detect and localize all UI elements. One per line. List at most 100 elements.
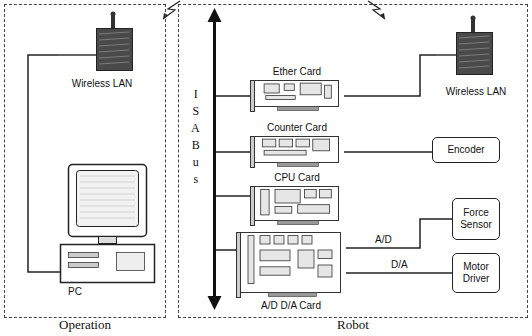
drawing-part (459, 36, 489, 38)
connector-line (344, 151, 432, 153)
drawing-part (99, 38, 129, 40)
expansion-card: Ether Card (250, 66, 344, 112)
signal-label: A/D (374, 234, 393, 246)
drawing-part (251, 137, 255, 168)
device-box: Motor Driver (452, 253, 500, 293)
device-box: Encoder (432, 137, 500, 163)
isa-bus: ISA Bus (190, 8, 216, 310)
drawing-part (80, 176, 135, 177)
bus-label: ISA Bus (191, 86, 201, 188)
connector-line (216, 249, 236, 251)
expansion-card: A/D D/A Card (236, 232, 346, 312)
drawing-part (298, 250, 314, 268)
drawing-part (320, 189, 332, 198)
drawing-part (459, 48, 489, 50)
drawing-part (213, 20, 216, 298)
drawing-part (296, 139, 309, 147)
drawing-part (288, 236, 298, 244)
connector-line (28, 55, 60, 272)
drawing-part (274, 236, 284, 244)
drawing-part (69, 263, 99, 268)
drawing-part (117, 253, 145, 271)
card-board (250, 186, 340, 226)
drawing-part (304, 189, 316, 198)
drawing-part (471, 19, 475, 32)
drawing-part (80, 200, 135, 201)
drawing-part (262, 139, 275, 147)
wireless-lan-unit: Wireless LAN (58, 12, 146, 94)
drawing-part (313, 139, 330, 151)
drawing-part (436, 54, 456, 56)
drawing-part (80, 188, 135, 189)
drawing-part (208, 8, 222, 22)
drawing-part (58, 54, 96, 56)
drawing-part (298, 205, 330, 214)
drawing-part (241, 233, 341, 293)
connector-line (346, 219, 452, 248)
drawing-part (284, 84, 294, 91)
card-label: Counter Card (250, 122, 344, 134)
drawing-part (278, 221, 319, 225)
drawing-part (99, 237, 117, 244)
drawing-part (237, 233, 241, 298)
drawing-part (302, 236, 312, 244)
drawing-part (278, 163, 319, 167)
drawing-part (251, 81, 255, 112)
lightning-tip (380, 13, 385, 19)
drawing-part (260, 267, 290, 275)
drawing-part (80, 182, 135, 183)
drawing-part (99, 44, 129, 46)
device-label: Wireless LAN (58, 78, 146, 90)
drawing-part (255, 137, 339, 163)
drawing-part (99, 32, 129, 34)
drawing-part (80, 206, 135, 207)
drawing-part (111, 12, 116, 17)
drawing-part (99, 56, 129, 58)
drawing-part (80, 218, 135, 219)
pc-illustration (60, 160, 156, 284)
drawing-part (77, 171, 139, 227)
device-box: Force Sensor (452, 198, 500, 240)
expansion-card: CPU Card (250, 172, 344, 226)
system-region: RobotISA BusEther CardWireless LANCounte… (178, 4, 528, 318)
drawing-part (457, 33, 493, 75)
box-label: Force Sensor (455, 207, 497, 231)
signal-label: D/A (390, 259, 409, 271)
drawing-part (278, 107, 319, 111)
drawing-part (318, 250, 332, 258)
drawing-part (260, 250, 290, 261)
connector-line (346, 272, 452, 274)
card-label: A/D D/A Card (236, 300, 346, 312)
drawing-part (300, 83, 321, 95)
drawing-part (266, 96, 295, 100)
expansion-card: Counter Card (250, 122, 344, 168)
card-label: Ether Card (250, 66, 344, 78)
drawing-part (279, 139, 292, 147)
drawing-part (264, 150, 306, 155)
drawing-part (61, 245, 155, 283)
drawing-part (269, 293, 317, 297)
box-label: Encoder (447, 144, 484, 156)
system-region: OperationWireless LANPC (4, 4, 166, 318)
drawing-part (255, 187, 339, 221)
device-label: PC (68, 286, 82, 298)
drawing-part (459, 66, 489, 68)
drawing-part (248, 236, 254, 284)
drawing-part (471, 16, 476, 21)
pc-unit: PC (60, 160, 156, 300)
box-label: Motor Driver (455, 261, 497, 285)
drawing-part (69, 253, 99, 258)
drawing-part (318, 265, 332, 277)
connector-line (216, 195, 250, 197)
drawing-part (80, 212, 135, 213)
connector-line (216, 95, 250, 97)
drawing-part (264, 84, 279, 93)
drawing-part (459, 54, 489, 56)
drawing-part (99, 50, 129, 52)
card-label: CPU Card (250, 172, 344, 184)
drawing-part (275, 206, 292, 213)
card-board (250, 136, 340, 168)
drawing-part (459, 60, 489, 62)
drawing-part (325, 85, 332, 98)
